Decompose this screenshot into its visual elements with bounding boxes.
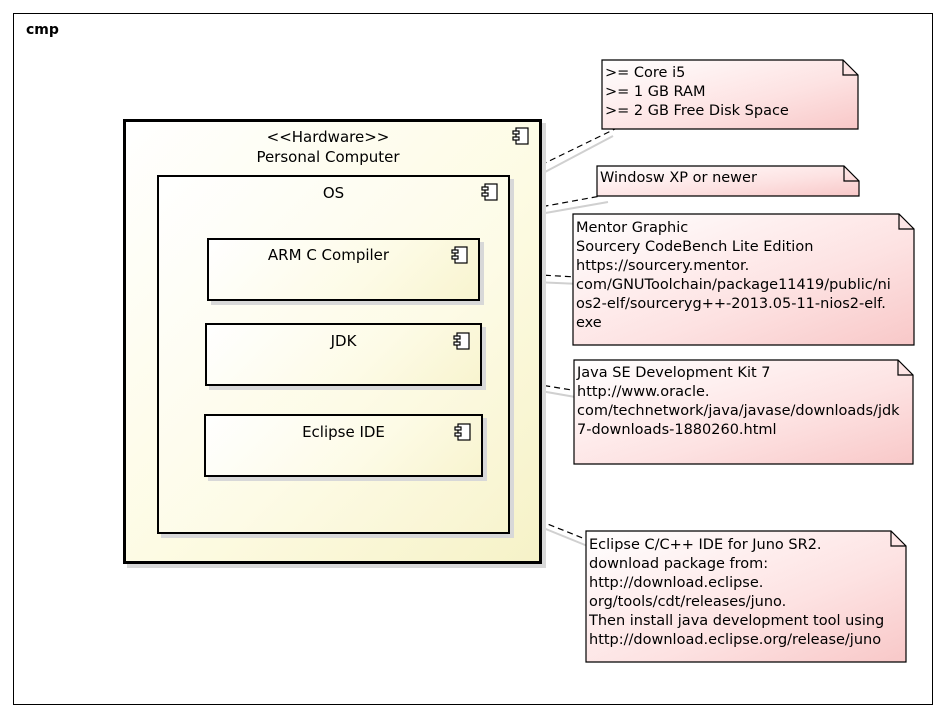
jdk-component[interactable] <box>205 323 482 386</box>
eclipse-component[interactable] <box>204 414 483 477</box>
os-title: OS <box>322 184 345 202</box>
node-stereotype: <<Hardware>> <box>266 128 390 146</box>
jdk-title: JDK <box>330 332 357 350</box>
node-name: Personal Computer <box>256 148 400 166</box>
hardware-note-text: >= Core i5 >= 1 GB RAM >= 2 GB Free Disk… <box>605 65 789 119</box>
eclipse-title: Eclipse IDE <box>302 423 385 441</box>
hardware-note-connector <box>540 128 616 166</box>
frame-label: cmp <box>26 22 59 38</box>
diagram-frame <box>13 13 933 705</box>
eclipse-note-text: Eclipse C/C++ IDE for Juno SR2. download… <box>589 537 885 648</box>
arm-note-text: Mentor Graphic Sourcery CodeBench Lite E… <box>576 220 891 331</box>
arm-compiler-component[interactable] <box>207 238 480 301</box>
arm-compiler-title: ARM C Compiler <box>267 246 390 264</box>
jdk-note-text: Java SE Development Kit 7 http://www.ora… <box>577 365 900 438</box>
os-note-text: Windosw XP or newer <box>600 170 757 186</box>
eclipse-note-connector <box>427 475 591 542</box>
